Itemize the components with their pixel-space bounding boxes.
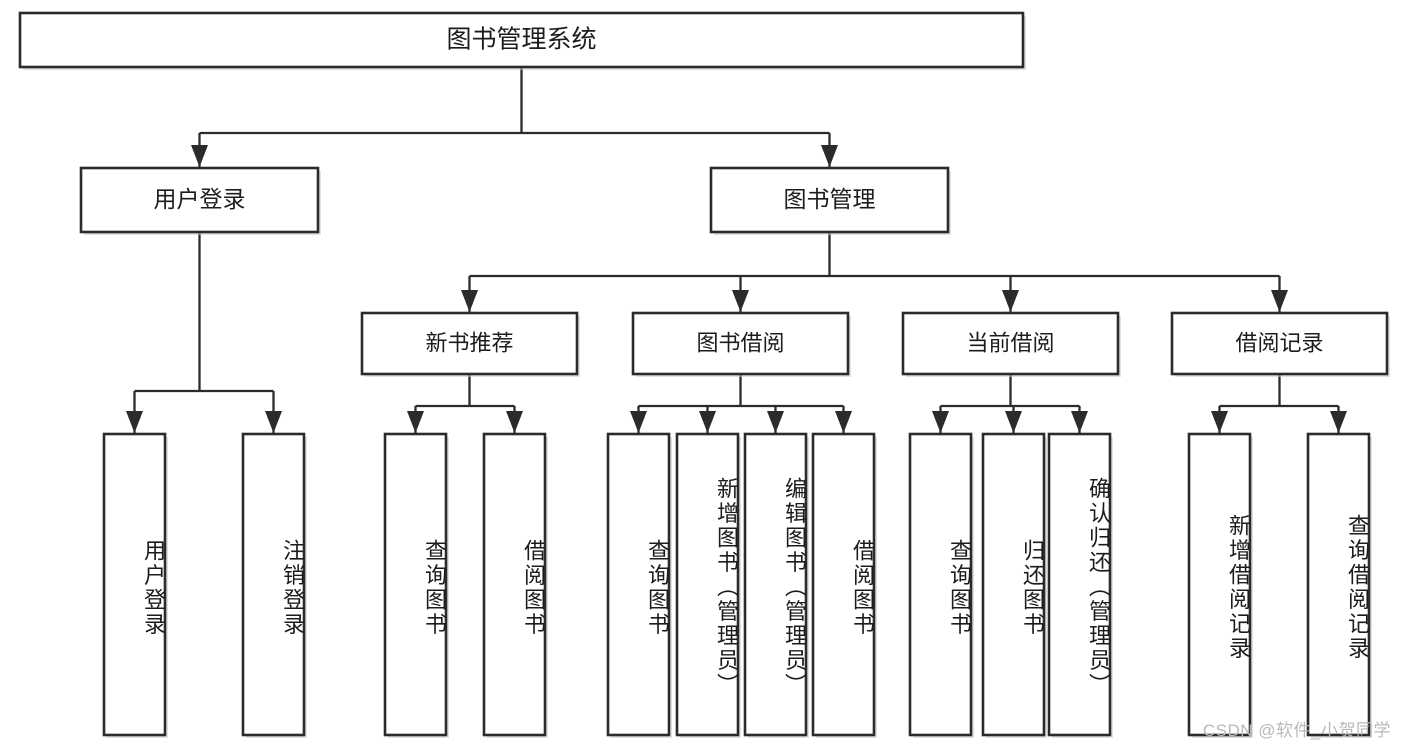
node-book-manage-label: 图书管理 [784, 186, 876, 212]
node-boxes [18, 11, 1390, 738]
node-leaf-confirm-return[interactable] [1047, 432, 1112, 737]
arrowhead-icon [835, 411, 852, 433]
node-borrow-record-label: 借阅记录 [1235, 330, 1323, 355]
node-current-borrow[interactable] [901, 311, 1120, 376]
node-book-borrow[interactable] [631, 311, 850, 376]
connector-lines [133, 67, 1340, 433]
arrowhead-icon [732, 290, 749, 312]
node-leaf-query-book-2[interactable] [606, 432, 671, 737]
arrowhead-icon [767, 411, 784, 433]
node-leaf-edit-book[interactable] [743, 432, 808, 737]
node-new-book-recommend-label: 新书推荐 [425, 330, 513, 355]
node-leaf-borrow-book-2[interactable] [811, 432, 876, 737]
node-borrow-record[interactable] [1170, 311, 1389, 376]
node-leaf-add-book[interactable] [675, 432, 740, 737]
arrowhead-icon [1071, 411, 1088, 433]
node-book-manage[interactable] [709, 166, 950, 234]
arrowhead-icon [1211, 411, 1228, 433]
node-leaf-query-book-1[interactable] [383, 432, 448, 737]
arrowhead-icon [461, 290, 478, 312]
node-new-book-recommend[interactable] [360, 311, 579, 376]
arrowhead-icon [630, 411, 647, 433]
node-leaf-user-logout[interactable] [241, 432, 306, 737]
node-book-borrow-label: 图书借阅 [696, 330, 784, 355]
arrowhead-icon [932, 411, 949, 433]
arrowhead-icon [1002, 290, 1019, 312]
node-current-borrow-label: 当前借阅 [966, 330, 1054, 355]
node-leaf-add-record[interactable] [1187, 432, 1252, 737]
node-root[interactable] [18, 11, 1025, 69]
arrowhead-icon [1271, 290, 1288, 312]
arrowhead-icon [699, 411, 716, 433]
arrowhead-icon [1330, 411, 1347, 433]
node-leaf-borrow-book-1[interactable] [482, 432, 547, 737]
arrowhead-icon [191, 145, 208, 167]
csdn-watermark: CSDN @软件_小贺同学 [1202, 721, 1391, 740]
arrowhead-icon [265, 411, 282, 433]
arrowhead-icon [506, 411, 523, 433]
node-leaf-query-record[interactable] [1306, 432, 1371, 737]
arrowhead-icon [1005, 411, 1022, 433]
node-user-login-label: 用户登录 [154, 186, 246, 212]
node-leaf-return-book[interactable] [981, 432, 1046, 737]
node-root-label: 图书管理系统 [446, 26, 596, 54]
node-user-login[interactable] [79, 166, 320, 234]
arrowhead-icon [821, 145, 838, 167]
arrowhead-icon [407, 411, 424, 433]
node-leaf-user-login[interactable] [102, 432, 167, 737]
node-leaf-query-book-3[interactable] [908, 432, 973, 737]
arrowhead-icon [126, 411, 143, 433]
connector-arrowheads [126, 145, 1347, 433]
